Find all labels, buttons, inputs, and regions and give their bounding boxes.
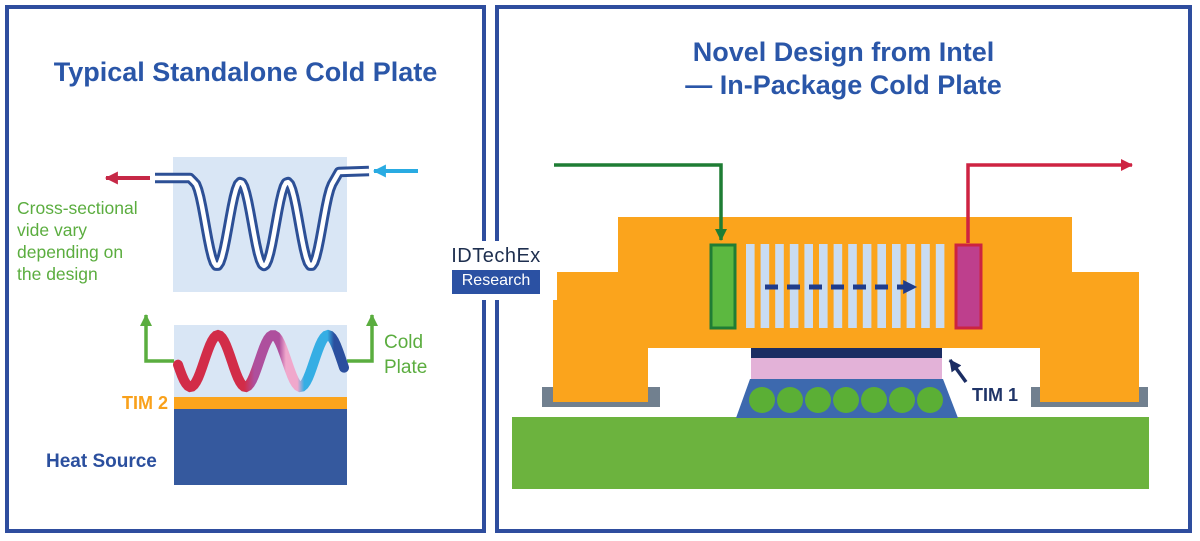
tim2-layer (174, 397, 347, 409)
cold-plate-label-line-2: Plate (384, 356, 428, 378)
heat-source-block (174, 409, 347, 485)
tim2-label: TIM 2 (121, 393, 168, 413)
solder-balls (749, 387, 943, 413)
fin-stripe (819, 244, 828, 328)
heat-source-label: Heat Source (46, 451, 157, 472)
fin-stripe (804, 244, 813, 328)
right-panel-title: Novel Design from Intel — In-Package Col… (495, 36, 1192, 102)
fin-stripe (746, 244, 755, 328)
note-line-1: Cross-sectional (17, 198, 138, 218)
fin-stripe (848, 244, 857, 328)
solder-ball (777, 387, 803, 413)
idtechex-logo-brand: IDTechEx (451, 245, 541, 267)
note-line-3: depending on (17, 242, 124, 263)
fin-stripe (760, 244, 770, 328)
solder-ball (861, 387, 887, 413)
solder-ball (805, 387, 831, 413)
coolant-inlet-port (709, 243, 737, 330)
cross-section-note: Cross-sectional vide vary depending on t… (17, 197, 177, 285)
solder-ball (749, 387, 775, 413)
solder-ball (889, 387, 915, 413)
fin-stripe (921, 244, 930, 328)
inlet-line-green (554, 163, 727, 241)
package-lid-orange (553, 217, 1139, 402)
note-line-4: the design (17, 264, 98, 285)
die-layer-pink (751, 358, 942, 379)
solder-ball (917, 387, 943, 413)
idtechex-logo: IDTechEx Research (435, 241, 557, 300)
cold-plate-bracket-left-arrow (140, 314, 174, 363)
fin-stripe (935, 244, 945, 328)
right-title-line-2: — In-Package Cold Plate (685, 69, 1002, 100)
right-title-line-1: Novel Design from Intel (692, 37, 995, 67)
left-panel-title: Typical Standalone Cold Plate (53, 57, 438, 87)
fin-stripe (862, 244, 872, 328)
tim1-label: TIM 1 (972, 385, 1019, 405)
cold-plate-bracket-right-arrow (347, 314, 378, 363)
note-line-2: vide vary (17, 220, 88, 241)
cold-plate-label-line-1: Cold (384, 332, 424, 353)
coolant-temperature-wave (173, 329, 349, 393)
cold-plate-label: Cold Plate (384, 331, 454, 380)
solder-ball (833, 387, 859, 413)
fin-stripe (775, 244, 784, 328)
serpentine-tube-inner (155, 168, 370, 269)
tim1-pointer-arrow (948, 358, 968, 384)
pcb-board (512, 417, 1149, 489)
outlet-line-red (966, 159, 1133, 243)
coolant-outlet-port (954, 243, 983, 330)
fin-stripe (892, 244, 901, 328)
tim1-layer (751, 348, 942, 358)
idtechex-logo-division: Research (451, 270, 541, 294)
